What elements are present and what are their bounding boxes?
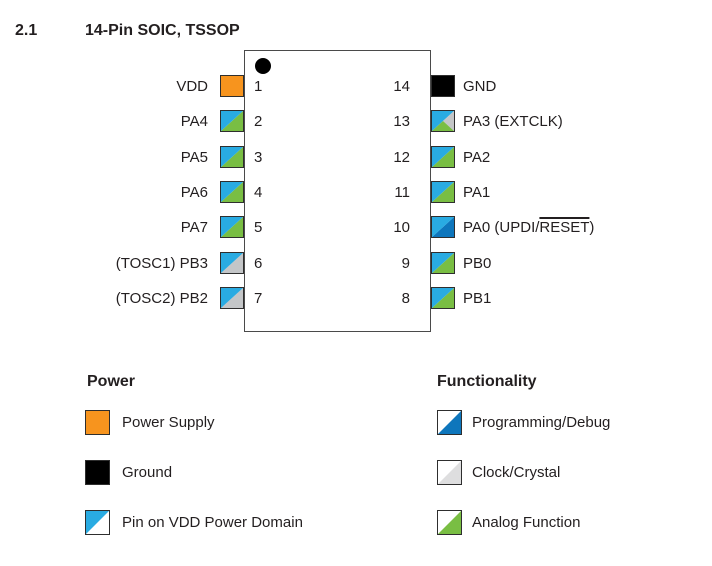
pin-label-pa7: PA7 bbox=[180, 219, 208, 236]
pin-label-pa6: PA6 bbox=[180, 184, 208, 201]
pin-label-vdd: VDD bbox=[176, 78, 208, 95]
legend-label-ground: Ground bbox=[122, 464, 173, 481]
pin-label-pb2: (TOSC2) PB2 bbox=[115, 290, 208, 307]
pin-9-swatch bbox=[431, 252, 455, 274]
pin1-indicator-dot bbox=[255, 58, 271, 74]
pin-label-pa3: PA3 (EXTCLK) bbox=[463, 113, 563, 130]
pin-14-swatch bbox=[431, 75, 455, 97]
pin-1-swatch bbox=[220, 75, 244, 97]
pin-label-pa0-reset-overline: RESET bbox=[539, 219, 590, 236]
pin-4-number: 4 bbox=[254, 184, 263, 201]
pin-6-swatch bbox=[220, 252, 244, 274]
pin-8-swatch bbox=[431, 287, 455, 309]
pin-12-number: 12 bbox=[393, 149, 410, 166]
pin-13-swatch bbox=[431, 110, 455, 132]
legend-swatch-power-supply bbox=[85, 410, 110, 435]
pin-13-number: 13 bbox=[393, 113, 410, 130]
section-title: 14-Pin SOIC, TSSOP bbox=[85, 22, 240, 39]
legend-label-power-supply: Power Supply bbox=[122, 414, 215, 431]
pin-3-number: 3 bbox=[254, 149, 263, 166]
pin-14-number: 14 bbox=[393, 78, 410, 95]
legend-label-clock-crystal: Clock/Crystal bbox=[472, 464, 561, 481]
legend-label-programming-debug: Programming/Debug bbox=[472, 414, 611, 431]
pin-11-number: 11 bbox=[394, 184, 410, 201]
pin-2-swatch bbox=[220, 110, 244, 132]
legend-swatch-programming-debug bbox=[437, 410, 462, 435]
pin-5-number: 5 bbox=[254, 219, 263, 236]
legend-swatch-ground bbox=[85, 460, 110, 485]
pin-label-pa0-post: ) bbox=[589, 219, 595, 236]
pin-label-gnd: GND bbox=[463, 78, 497, 95]
pin-7-number: 7 bbox=[254, 290, 263, 307]
pin-10-swatch bbox=[431, 216, 455, 238]
legend-swatch-vdd-power-domain bbox=[85, 510, 110, 535]
pin-6-number: 6 bbox=[254, 255, 263, 272]
pin-10-number: 10 bbox=[393, 219, 410, 236]
section-number: 2.1 bbox=[15, 22, 38, 39]
legend-power-heading: Power bbox=[87, 373, 136, 390]
legend-functionality-heading: Functionality bbox=[437, 373, 537, 390]
pin-label-pa2: PA2 bbox=[463, 149, 491, 166]
pin-label-pa4: PA4 bbox=[180, 113, 208, 130]
pin-label-pa0: PA0 (UPDI/RESET) bbox=[463, 216, 594, 239]
legend-label-analog-function: Analog Function bbox=[472, 514, 581, 531]
chip-body bbox=[244, 50, 431, 332]
pin-label-pb0: PB0 bbox=[463, 255, 492, 272]
pin-label-pb1: PB1 bbox=[463, 290, 492, 307]
pin-label-pa0-pre: PA0 (UPDI/ bbox=[463, 219, 540, 236]
pin-1-number: 1 bbox=[254, 78, 263, 95]
pin-2-number: 2 bbox=[254, 113, 263, 130]
legend-swatch-analog-function bbox=[437, 510, 462, 535]
pin-5-swatch bbox=[220, 216, 244, 238]
pin-7-swatch bbox=[220, 287, 244, 309]
pin-4-swatch bbox=[220, 181, 244, 203]
pin-3-swatch bbox=[220, 146, 244, 168]
legend-label-vdd-power-domain: Pin on VDD Power Domain bbox=[122, 514, 303, 531]
pin-8-number: 8 bbox=[401, 290, 410, 307]
pin-label-pa5: PA5 bbox=[180, 149, 208, 166]
pin-label-pa1: PA1 bbox=[463, 184, 491, 201]
pin-12-swatch bbox=[431, 146, 455, 168]
legend-swatch-clock-crystal bbox=[437, 460, 462, 485]
pin-label-pb3: (TOSC1) PB3 bbox=[115, 255, 208, 272]
pin-9-number: 9 bbox=[401, 255, 410, 272]
pin-11-swatch bbox=[431, 181, 455, 203]
